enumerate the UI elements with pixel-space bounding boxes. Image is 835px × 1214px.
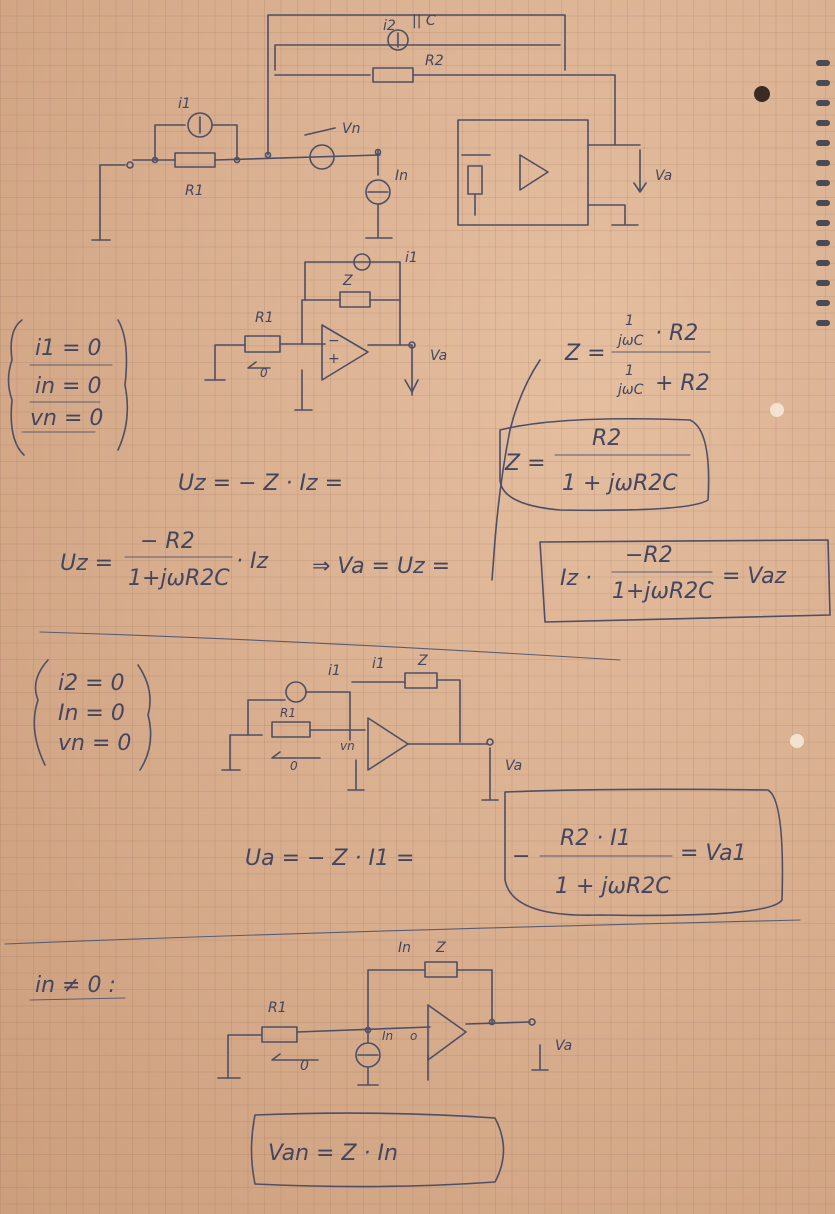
z-def-num1: 1 — [625, 313, 634, 329]
s2-box-den: 1 + jωR2C — [555, 874, 671, 899]
spiral-binding — [754, 60, 830, 748]
label-r1: R1 — [185, 183, 204, 199]
s1-label-z: Z — [342, 273, 353, 289]
s3-label-in-top: In — [398, 940, 411, 956]
eq-uz: Uz = − Z · Iz = — [178, 471, 343, 496]
s3-label-z: Z — [435, 940, 446, 956]
section-2-conditions: i2 = 0 In = 0 vn = 0 — [33, 659, 152, 771]
z-box-num: R2 — [592, 426, 621, 451]
section-1-equations: Uz = − Z · Iz = Uz = − R2 1+jωR2C · Iz ⇒… — [60, 313, 831, 623]
eq-uz2-den: 1+jωR2C — [128, 566, 230, 591]
s2-label-r1: R1 — [280, 706, 296, 720]
s3-label-o: o — [410, 1029, 417, 1043]
condition-1: i1 = 0 — [35, 336, 102, 361]
label-i1: i1 — [178, 96, 191, 112]
s3-label-in: In — [382, 1029, 393, 1043]
s1-label-zero: 0 — [260, 366, 268, 380]
z-def-num2: jωC — [616, 333, 644, 349]
z-box-lhs: Z = — [504, 451, 546, 476]
eq-uz2-mult: · Iz — [236, 549, 268, 574]
s3-label-r1: R1 — [268, 1000, 287, 1016]
s1-label-va: Va — [430, 348, 447, 364]
s3-label-zero: 0 — [300, 1058, 309, 1074]
s2-box-rhs: = Va1 — [680, 841, 747, 866]
eq-uz2-rhs: ⇒ Va = Uz = — [312, 554, 450, 579]
z-def-den2: jωC — [616, 382, 644, 398]
circuit-section-1: i1 Z R1 0 − + Va — [204, 250, 447, 411]
z-def-num3: · R2 — [655, 321, 698, 346]
s2-label-i1b: i1 — [372, 656, 385, 672]
label-i2: i2 — [383, 18, 396, 34]
label-vn: Vn — [342, 121, 360, 137]
s2-condition-2: In = 0 — [58, 701, 125, 726]
s2-condition-3: vn = 0 — [58, 731, 131, 756]
label-in: In — [395, 168, 408, 184]
s1-label-r1: R1 — [255, 310, 274, 326]
s2-label-i1a: i1 — [328, 663, 341, 679]
s2-label-zero: 0 — [290, 759, 298, 773]
circuit-main: i2 || C R2 i1 Vn R1 In Va — [91, 13, 672, 241]
s2-box-num: R2 · I1 — [560, 826, 631, 851]
s2-eq-lhs: Ua = − Z · I1 = — [245, 846, 414, 871]
s3-heading: in ≠ 0 : — [35, 973, 116, 998]
condition-2: in = 0 — [35, 374, 101, 399]
s2-label-vn: vn — [340, 739, 355, 753]
box-eq-rhs: = Vaz — [722, 564, 787, 589]
s2-label-va: Va — [505, 758, 522, 774]
z-def-lhs: Z = — [564, 341, 606, 366]
box-eq-lhs: Iz · — [560, 566, 592, 591]
label-va: Va — [655, 168, 672, 184]
z-def-den1: 1 — [625, 363, 634, 379]
s2-label-z: Z — [417, 653, 428, 669]
box-eq-den: 1+jωR2C — [612, 579, 714, 604]
s3-box-eq: Van = Z · In — [268, 1141, 398, 1166]
divider-2 — [4, 919, 801, 945]
s1-label-plus: + — [328, 351, 340, 367]
label-r2: R2 — [425, 53, 444, 69]
s1-label-minus: − — [328, 333, 340, 349]
circuit-section-2: i1 i1 Z R1 0 vn Va — [221, 653, 522, 801]
eq-uz2-lhs: Uz = — [60, 551, 113, 576]
s3-label-va: Va — [555, 1038, 572, 1054]
s1-label-i1: i1 — [405, 250, 418, 266]
section-2-equations: Ua = − Z · I1 = − R2 · I1 1 + jωR2C = Va… — [245, 788, 784, 917]
condition-3: vn = 0 — [30, 406, 103, 431]
z-def-den3: + R2 — [655, 371, 710, 396]
z-box-den: 1 + jωR2C — [562, 471, 678, 496]
s2-condition-1: i2 = 0 — [58, 671, 125, 696]
section-1-conditions: i1 = 0 in = 0 vn = 0 — [7, 319, 129, 456]
divider-1 — [39, 631, 621, 661]
label-parallel-c: || C — [412, 13, 436, 29]
box-eq-num: −R2 — [625, 543, 673, 568]
eq-uz2-num: − R2 — [140, 529, 195, 554]
s2-box-minus: − — [512, 844, 530, 869]
section-3: in ≠ 0 : In Z R1 0 In o Va Van = Z · In — [29, 940, 572, 1188]
